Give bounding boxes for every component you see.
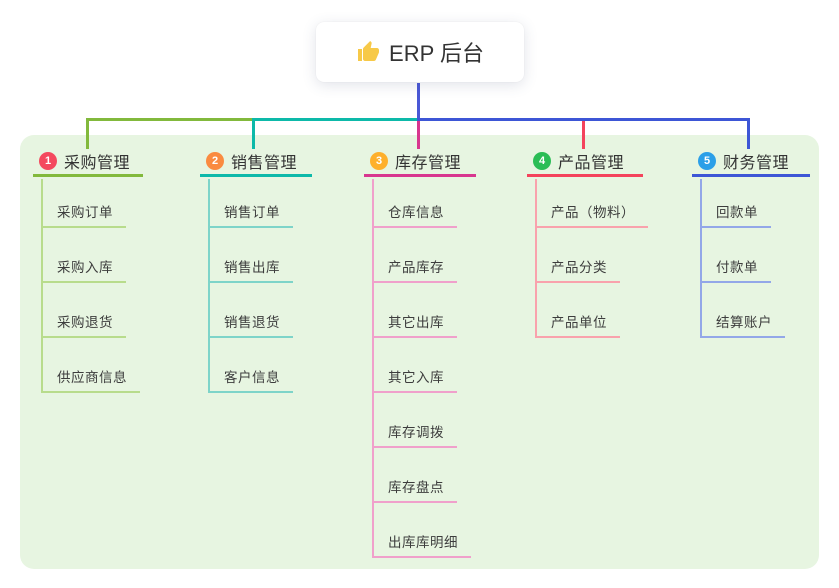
child-label: 销售出库 xyxy=(224,260,280,275)
child-label: 客户信息 xyxy=(224,370,280,385)
child-node[interactable]: 供应商信息 xyxy=(41,338,140,393)
branches-panel xyxy=(20,135,819,569)
branch-spine-5 xyxy=(700,179,702,338)
child-label: 供应商信息 xyxy=(57,370,127,385)
child-node[interactable]: 结算账户 xyxy=(700,283,785,338)
branch-badge: 2 xyxy=(206,151,224,170)
child-label: 付款单 xyxy=(716,260,758,275)
child-label: 销售订单 xyxy=(224,205,280,220)
child-label: 其它入库 xyxy=(388,370,444,385)
connector-drop-5 xyxy=(747,118,750,149)
connector-bus-blue xyxy=(417,118,750,121)
branch-children-2: 销售订单销售出库销售退货客户信息 xyxy=(208,173,293,393)
child-node[interactable]: 其它出库 xyxy=(372,283,457,338)
child-node[interactable]: 销售退货 xyxy=(208,283,293,338)
child-node[interactable]: 付款单 xyxy=(700,228,771,283)
branch-header-5[interactable]: 5 财务管理 xyxy=(692,147,810,177)
child-node[interactable]: 仓库信息 xyxy=(372,173,457,228)
child-node[interactable]: 产品分类 xyxy=(535,228,620,283)
child-node[interactable]: 库存盘点 xyxy=(372,448,457,503)
child-node[interactable]: 库存调拨 xyxy=(372,393,457,448)
child-label: 采购入库 xyxy=(57,260,113,275)
branch-title: 库存管理 xyxy=(395,154,462,172)
thumbs-up-icon xyxy=(356,40,380,64)
branch-header-2[interactable]: 2 销售管理 xyxy=(200,147,312,177)
child-label: 采购订单 xyxy=(57,205,113,220)
branch-badge: 1 xyxy=(39,151,57,170)
branch-badge: 4 xyxy=(533,151,551,170)
child-node[interactable]: 采购订单 xyxy=(41,173,126,228)
child-label: 产品单位 xyxy=(551,315,607,330)
child-label: 库存盘点 xyxy=(388,480,444,495)
branch-children-5: 回款单付款单结算账户 xyxy=(700,173,785,338)
child-label: 回款单 xyxy=(716,205,758,220)
child-node[interactable]: 采购退货 xyxy=(41,283,126,338)
branch-title: 财务管理 xyxy=(723,154,790,172)
child-label: 仓库信息 xyxy=(388,205,444,220)
branch-badge: 3 xyxy=(370,151,388,170)
child-node[interactable]: 回款单 xyxy=(700,173,771,228)
branch-header-4[interactable]: 4 产品管理 xyxy=(527,147,643,177)
root-title: ERP 后台 xyxy=(389,41,484,66)
child-label: 采购退货 xyxy=(57,315,113,330)
child-label: 库存调拨 xyxy=(388,425,444,440)
child-node[interactable]: 采购入库 xyxy=(41,228,126,283)
branch-children-3: 仓库信息产品库存其它出库其它入库库存调拨库存盘点出库库明细 xyxy=(372,173,471,558)
child-node[interactable]: 产品单位 xyxy=(535,283,620,338)
branch-header-1[interactable]: 1 采购管理 xyxy=(33,147,143,177)
connector-root-vertical xyxy=(417,83,420,121)
child-label: 结算账户 xyxy=(716,315,772,330)
branch-badge: 5 xyxy=(698,151,716,170)
child-node[interactable]: 客户信息 xyxy=(208,338,293,393)
child-node[interactable]: 产品（物料） xyxy=(535,173,648,228)
child-node[interactable]: 产品库存 xyxy=(372,228,457,283)
branch-spine-3 xyxy=(372,179,374,558)
connector-bus-teal xyxy=(252,118,420,121)
branch-header-3[interactable]: 3 库存管理 xyxy=(364,147,476,177)
branch-title: 销售管理 xyxy=(231,154,298,172)
branch-spine-4 xyxy=(535,179,537,338)
branch-spine-1 xyxy=(41,179,43,393)
branch-children-4: 产品（物料） 产品分类产品单位 xyxy=(535,173,648,338)
branch-children-1: 采购订单采购入库采购退货供应商信息 xyxy=(41,173,140,393)
child-node[interactable]: 出库库明细 xyxy=(372,503,471,558)
child-label: 其它出库 xyxy=(388,315,444,330)
root-node[interactable]: ERP 后台 xyxy=(316,22,524,82)
connector-drop-2 xyxy=(252,118,255,149)
connector-drop-3 xyxy=(417,121,420,149)
connector-drop-4 xyxy=(582,121,585,149)
branch-title: 产品管理 xyxy=(558,154,625,172)
child-label: 产品（物料） xyxy=(551,205,635,220)
child-node[interactable]: 销售出库 xyxy=(208,228,293,283)
child-label: 产品库存 xyxy=(388,260,444,275)
branch-title: 采购管理 xyxy=(64,154,131,172)
child-node[interactable]: 其它入库 xyxy=(372,338,457,393)
connector-drop-1 xyxy=(86,118,89,149)
child-label: 销售退货 xyxy=(224,315,280,330)
child-label: 出库库明细 xyxy=(388,535,458,550)
branch-spine-2 xyxy=(208,179,210,393)
child-node[interactable]: 销售订单 xyxy=(208,173,293,228)
connector-bus-green xyxy=(86,118,253,121)
child-label: 产品分类 xyxy=(551,260,607,275)
